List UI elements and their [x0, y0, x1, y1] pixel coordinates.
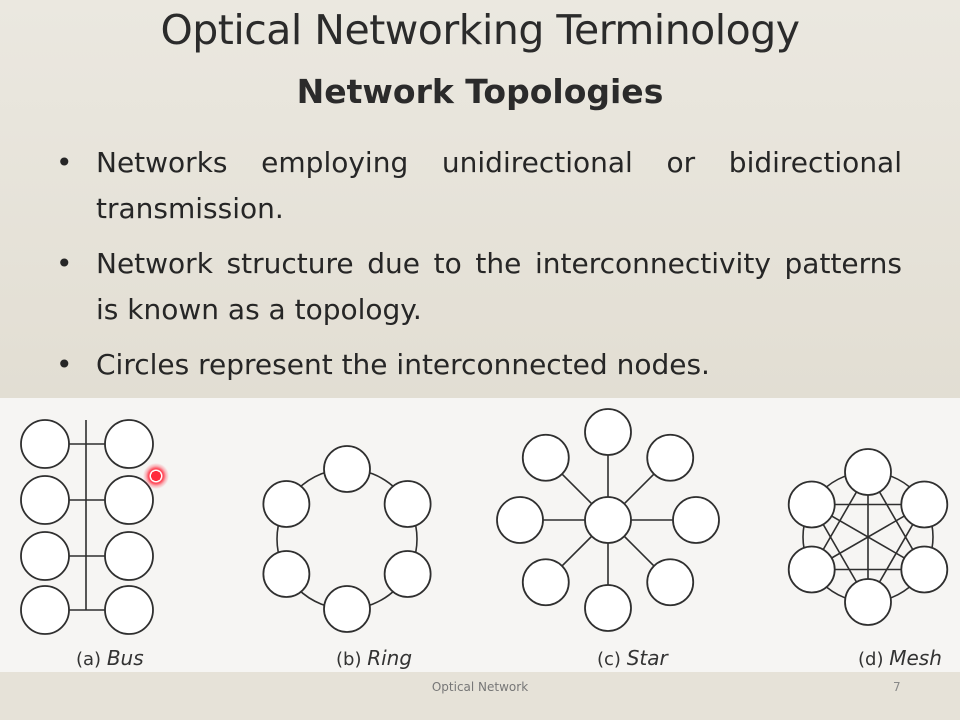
caption-letter: (b) — [336, 649, 362, 670]
bullet-list: • Networks employing unidirectional or b… — [56, 140, 902, 397]
bullet-marker: • — [56, 247, 73, 280]
page-number: 7 — [893, 680, 901, 694]
caption-letter: (d) — [858, 649, 884, 670]
node-circle — [383, 480, 432, 528]
node-circle — [323, 445, 371, 493]
slide-text-area — [0, 0, 960, 398]
node-circle — [900, 480, 949, 529]
node-circle — [20, 531, 70, 581]
caption-name: Mesh — [889, 646, 942, 670]
slide-subtitle: Network Topologies — [296, 72, 664, 111]
caption-name: Bus — [106, 646, 144, 670]
caption-bus: (a) Bus — [76, 646, 144, 670]
node-circle — [104, 585, 154, 635]
bus-topology — [20, 419, 154, 635]
node-circle — [20, 475, 70, 525]
node-circle — [104, 475, 154, 525]
slide-footer: Optical Network — [431, 680, 529, 694]
node-circle — [20, 585, 70, 635]
caption-letter: (c) — [597, 649, 621, 670]
caption-letter: (a) — [76, 649, 102, 670]
node-circle — [496, 496, 544, 544]
node-circle — [584, 408, 632, 456]
node-circle — [646, 558, 695, 607]
node-circle — [672, 496, 720, 544]
bullet-item: • Network structure due to the interconn… — [56, 241, 902, 333]
node-circle — [584, 584, 632, 632]
slide-title: Optical Networking Terminology — [160, 6, 800, 54]
node-circle — [521, 433, 570, 482]
node-circle — [383, 550, 432, 598]
node-circle — [262, 550, 311, 598]
bullet-text: Networks employing unidirectional or bid… — [96, 146, 902, 225]
node-circle — [104, 419, 154, 469]
bullet-item: • Circles represent the interconnected n… — [56, 342, 902, 388]
node-circle — [787, 480, 836, 529]
node-circle — [787, 545, 836, 594]
bullet-text: Network structure due to the interconnec… — [96, 247, 902, 326]
laser-pointer-dot — [143, 463, 169, 489]
node-circle — [844, 448, 892, 496]
node-circle — [104, 531, 154, 581]
caption-name: Ring — [367, 646, 413, 670]
node-circle — [20, 419, 70, 469]
topology-diagrams — [20, 408, 949, 635]
topology-figure: (a) Bus (b) Ring (c) Star (d) Mesh — [0, 398, 960, 672]
star-topology — [496, 408, 720, 632]
caption-mesh: (d) Mesh — [858, 646, 942, 670]
node-circle — [646, 433, 695, 482]
node-circle — [900, 545, 949, 594]
node-circle — [844, 578, 892, 626]
node-circle — [323, 585, 371, 633]
bullet-marker: • — [56, 348, 73, 381]
node-circle — [262, 480, 311, 528]
caption-name: Star — [626, 646, 668, 670]
node-circle — [584, 496, 632, 544]
bullet-item: • Networks employing unidirectional or b… — [56, 140, 902, 232]
bullet-marker: • — [56, 146, 73, 179]
ring-topology — [262, 445, 432, 633]
mesh-topology — [787, 448, 949, 626]
bullet-text: Circles represent the interconnected nod… — [96, 348, 710, 381]
caption-ring: (b) Ring — [336, 646, 412, 670]
caption-star: (c) Star — [597, 646, 668, 670]
node-circle — [521, 558, 570, 607]
